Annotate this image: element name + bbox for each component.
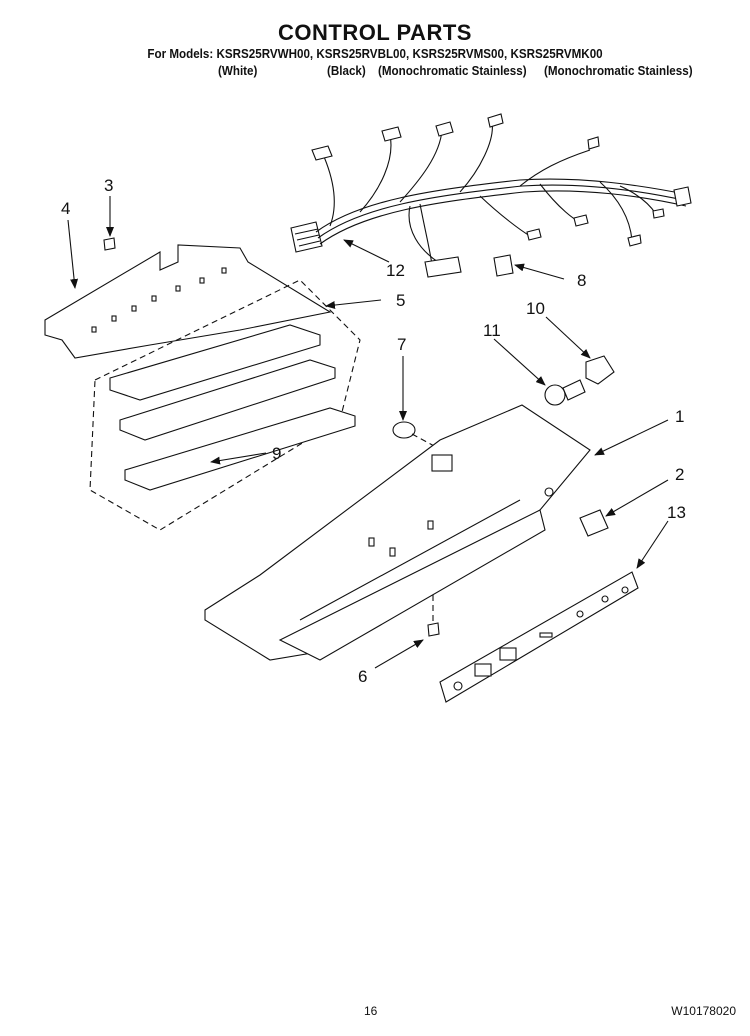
page-number: 16 [364, 1004, 378, 1018]
shield-plate [44, 244, 332, 359]
callout-5: 5 [396, 291, 405, 310]
document-number: W10178020 [671, 1004, 736, 1018]
lamp-socket-and-bulb [544, 355, 615, 406]
callout-4: 4 [61, 199, 70, 218]
variant-monochromatic-stainless-2: (Monochromatic Stainless) [544, 64, 693, 78]
control-boards [109, 324, 356, 491]
callout-1: 1 [675, 407, 684, 426]
control-housing [204, 404, 591, 661]
models-line: For Models: KSRS25RVWH00, KSRS25RVBL00, … [147, 47, 603, 61]
grommet-part-7 [392, 421, 416, 439]
variant-black: (Black) [327, 64, 366, 78]
callout-13: 13 [667, 503, 686, 522]
variant-white: (White) [218, 64, 258, 78]
screw-part-3 [103, 237, 116, 251]
callout-11: 11 [483, 321, 501, 340]
screw-part-6 [427, 622, 440, 637]
control-overlay [439, 571, 639, 703]
callout-9: 9 [272, 444, 281, 463]
shield-plate-slots [91, 267, 227, 333]
callout-12: 12 [386, 261, 405, 280]
callout-10: 10 [526, 299, 545, 318]
page-title: CONTROL PARTS [278, 20, 472, 45]
clip-part [493, 254, 514, 277]
callout-8: 8 [577, 271, 586, 290]
leader-lines [67, 196, 669, 669]
callout-3: 3 [104, 176, 113, 195]
callout-6: 6 [358, 667, 367, 686]
wiring-harness [290, 113, 692, 278]
switch-part-2 [579, 509, 609, 537]
variant-monochromatic-stainless-1: (Monochromatic Stainless) [378, 64, 527, 78]
callout-7: 7 [397, 335, 406, 354]
callout-2: 2 [675, 465, 684, 484]
